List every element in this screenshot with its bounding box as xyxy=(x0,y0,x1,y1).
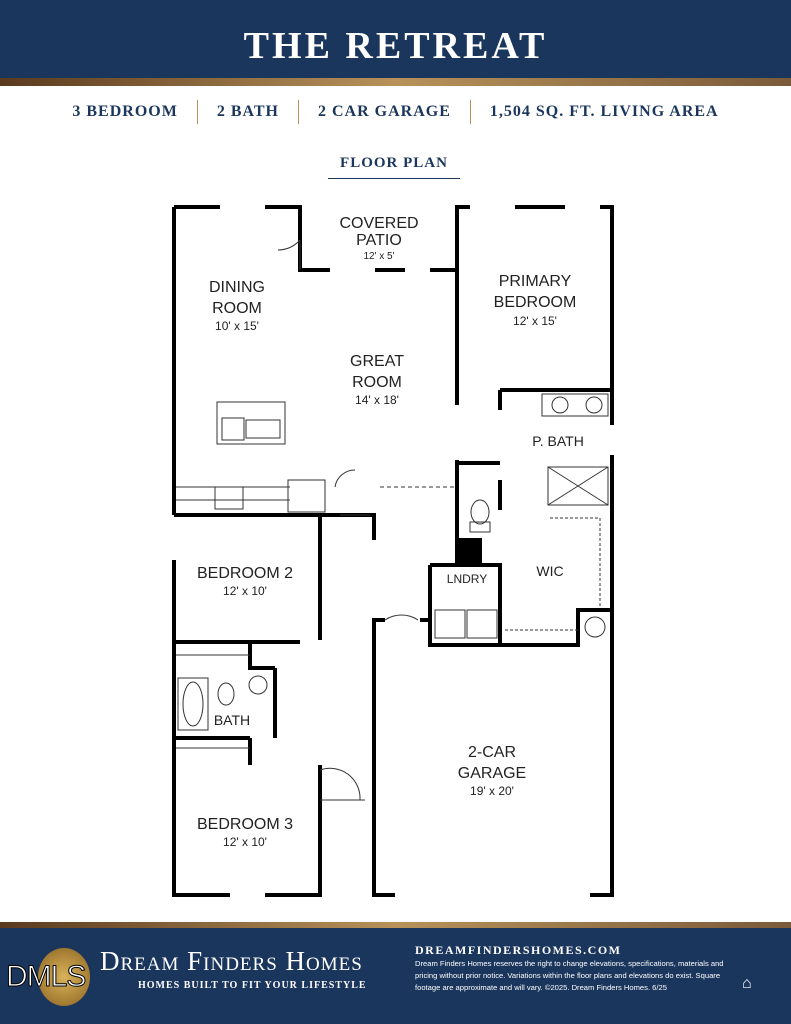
laundry-label: LNDRY xyxy=(447,572,487,586)
spec-bedrooms: 3 BEDROOM xyxy=(72,103,178,120)
garage-dim: 19' x 20' xyxy=(470,784,514,798)
footer xyxy=(0,928,791,1024)
great-room-label: GREAT xyxy=(350,353,404,370)
divider xyxy=(297,100,299,124)
equal-housing-icon: ⌂ xyxy=(742,975,752,992)
spec-bar: 3 BEDROOM 2 BATH 2 CAR GARAGE 1,504 SQ. … xyxy=(0,100,791,124)
tagline: HOMES BUILT TO FIT YOUR LIFESTYLE xyxy=(138,980,367,991)
bath-label: BATH xyxy=(214,712,250,728)
pbath-label: P. BATH xyxy=(532,433,584,449)
gold-divider xyxy=(0,78,791,86)
brand-name: Dream Finders Homes xyxy=(100,946,363,976)
chase xyxy=(457,538,482,565)
bedroom3-dim: 12' x 10' xyxy=(223,835,267,849)
spec-area: 1,504 SQ. FT. LIVING AREA xyxy=(489,103,719,120)
dining-label-2: ROOM xyxy=(212,300,262,317)
website-link[interactable]: DREAMFINDERSHOMES.COM xyxy=(415,943,622,957)
primary-label-2: BEDROOM xyxy=(494,294,577,311)
watermark: DMLS xyxy=(5,960,86,994)
seal-logo xyxy=(38,948,90,1006)
patio-label-2: PATIO xyxy=(356,232,402,249)
bedroom2-label: BEDROOM 2 xyxy=(197,565,293,582)
section-title: FLOOR PLAN xyxy=(328,155,460,179)
disclaimer: Dream Finders Homes reserves the right t… xyxy=(415,959,724,992)
spec-garage: 2 CAR GARAGE xyxy=(317,103,451,120)
primary-label: PRIMARY xyxy=(499,273,572,290)
bedroom3-label: BEDROOM 3 xyxy=(197,816,293,833)
patio-label: COVERED xyxy=(339,215,418,232)
walls xyxy=(172,205,614,897)
divider xyxy=(469,100,471,124)
great-room-label-2: ROOM xyxy=(352,374,402,391)
great-room-dim: 14' x 18' xyxy=(355,393,399,407)
primary-dim: 12' x 15' xyxy=(513,314,557,328)
spec-baths: 2 BATH xyxy=(216,103,279,120)
page-title: THE RETREAT xyxy=(243,25,548,67)
patio-dim: 12' x 5' xyxy=(363,251,394,262)
footer-gold-divider xyxy=(0,922,791,928)
bedroom2-dim: 12' x 10' xyxy=(223,584,267,598)
header-banner xyxy=(0,0,791,78)
wic-label: WIC xyxy=(536,563,563,579)
fixtures xyxy=(176,239,609,801)
dining-dim: 10' x 15' xyxy=(215,319,259,333)
dining-label: DINING xyxy=(209,279,265,296)
garage-label-2: GARAGE xyxy=(458,765,526,782)
divider xyxy=(196,100,198,124)
garage-label: 2-CAR xyxy=(468,744,516,761)
